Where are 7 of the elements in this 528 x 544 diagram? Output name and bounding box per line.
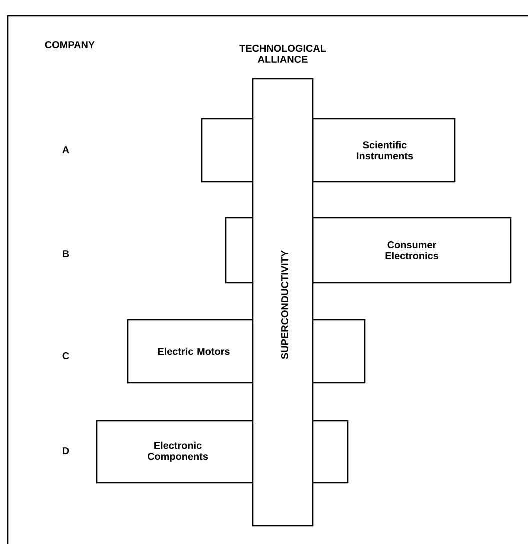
row-letter: C: [62, 352, 70, 360]
heading: COMPANY: [45, 41, 95, 49]
row-letter: B: [63, 250, 70, 258]
row-letter: D: [63, 448, 70, 454]
vertical-bar: SUPERCONDUCTIVITY: [252, 78, 314, 527]
row-letter: A: [62, 146, 70, 154]
heading: TECHNOLOGICAL ALLIANCE: [240, 45, 326, 63]
